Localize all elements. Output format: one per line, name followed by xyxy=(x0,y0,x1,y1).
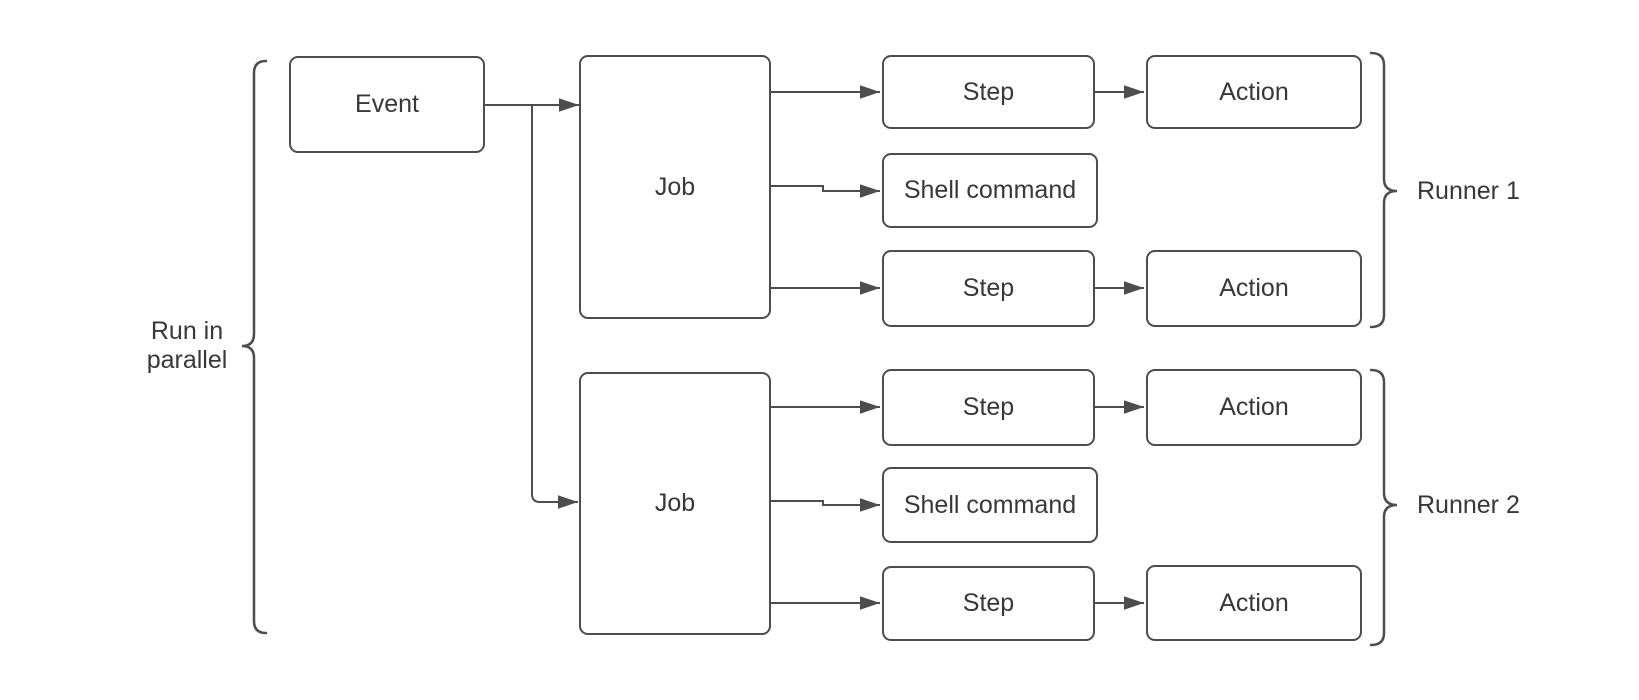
step-node-2-1: Step xyxy=(882,369,1095,446)
runner-1-label: Runner 1 xyxy=(1417,177,1520,205)
run-in-parallel-label-line1: Run in xyxy=(150,317,224,345)
job-node-1-label: Job xyxy=(654,172,696,201)
action-node-2-1: Action xyxy=(1146,369,1362,446)
step-node-2-1-label: Step xyxy=(962,393,1015,421)
shell-command-node-1-label: Shell command xyxy=(903,176,1077,204)
action-node-2-1-label: Action xyxy=(1219,393,1289,421)
run-in-parallel-label: Run in parallel xyxy=(117,317,257,375)
event-node: Event xyxy=(289,56,485,153)
shell-command-node-2-label: Shell command xyxy=(903,490,1077,519)
step-node-1-2: Step xyxy=(882,250,1095,327)
action-node-2-2-label: Action xyxy=(1219,588,1289,617)
arrow-job2-to-shell-command xyxy=(771,498,880,512)
action-node-1-2-label: Action xyxy=(1219,274,1289,302)
step-node-1-2-label: Step xyxy=(962,274,1015,302)
run-in-parallel-brace xyxy=(241,59,268,635)
step-node-1-1: Step xyxy=(882,55,1095,129)
shell-command-node-1: Shell command xyxy=(882,153,1098,228)
runner-1-brace xyxy=(1369,51,1398,329)
action-node-1-2: Action xyxy=(1146,250,1362,327)
job-node-2-label: Job xyxy=(654,489,696,517)
step-node-1-1-label: Step xyxy=(962,77,1015,106)
step-node-2-2: Step xyxy=(882,566,1095,641)
runner-2-brace xyxy=(1369,368,1398,647)
action-node-1-1-label: Action xyxy=(1219,77,1289,106)
arrow-event-to-job-2 xyxy=(531,105,578,509)
event-node-label: Event xyxy=(355,90,419,118)
run-in-parallel-label-line2: parallel xyxy=(146,346,228,374)
action-node-1-1: Action xyxy=(1146,55,1362,129)
job-node-2: Job xyxy=(579,372,771,635)
runner-2-label: Runner 2 xyxy=(1417,491,1520,519)
shell-command-node-2: Shell command xyxy=(882,467,1098,543)
arrow-job1-to-shell-command xyxy=(771,184,880,198)
step-node-2-2-label: Step xyxy=(962,589,1015,617)
action-node-2-2: Action xyxy=(1146,565,1362,641)
job-node-1: Job xyxy=(579,55,771,319)
